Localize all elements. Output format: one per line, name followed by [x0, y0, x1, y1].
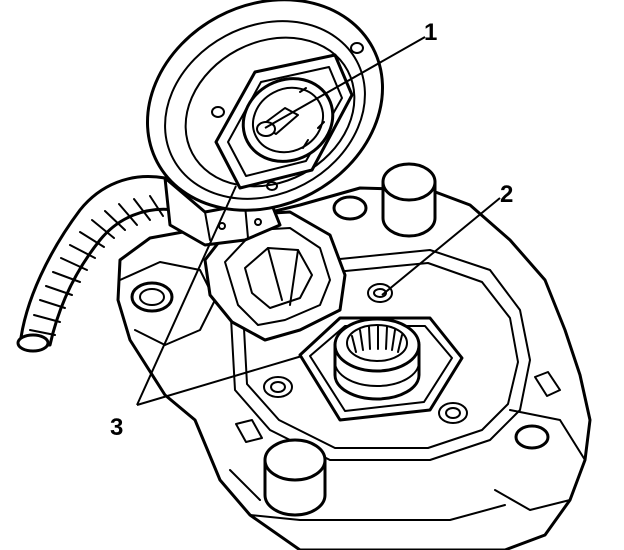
- dowel-studs: [263, 162, 437, 517]
- leader-3-lower-seal: [136, 355, 303, 406]
- sensor-element: [241, 77, 335, 163]
- callout-2: 2: [500, 181, 513, 208]
- callout-1: 1: [424, 19, 437, 46]
- callout-3: 3: [110, 414, 123, 441]
- leader-2: [381, 197, 501, 296]
- callout-leaders: [136, 36, 501, 406]
- splined-connector: [333, 317, 421, 401]
- leader-3-cover-seal: [136, 185, 237, 406]
- bolt-holes: [130, 195, 561, 450]
- leader-1: [264, 36, 426, 129]
- callout-labels: 1 2 3: [110, 19, 513, 441]
